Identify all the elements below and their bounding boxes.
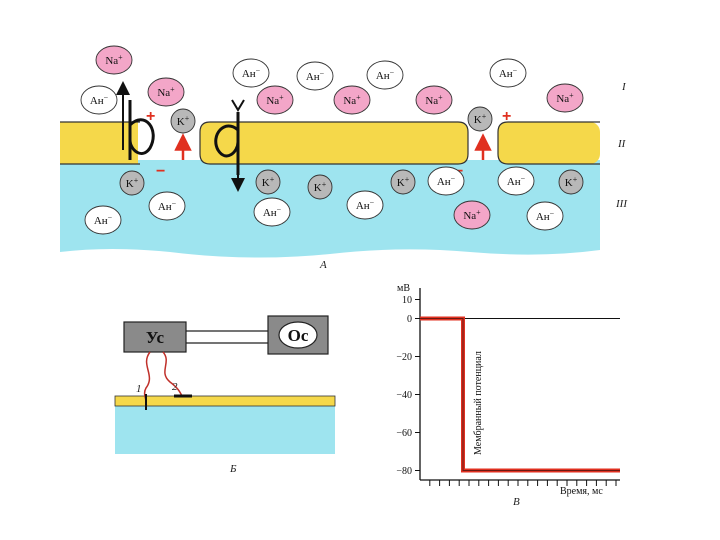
rotated-axis-caption: Мембранный потенциал xyxy=(473,351,484,455)
k-ion: K+ xyxy=(467,106,493,132)
an-ion: Ан− xyxy=(366,60,404,90)
x-axis-ticks xyxy=(429,480,617,486)
layer-label-3: III xyxy=(615,198,628,210)
electrode-wire-2 xyxy=(162,351,183,397)
panel-b: Ус Ос 1 2 Б xyxy=(114,315,336,475)
an-ion: Ан− xyxy=(148,191,186,221)
na-ion: Na+ xyxy=(333,85,371,115)
panel-b-intracellular xyxy=(115,406,335,454)
k-ion: K+ xyxy=(170,108,196,134)
na-ion: Na+ xyxy=(546,83,584,113)
amplifier-label: Ус xyxy=(146,328,165,347)
potential-trace xyxy=(420,316,620,473)
panel-b-membrane xyxy=(114,395,336,407)
amplifier-box xyxy=(123,321,187,353)
k-ion: K+ xyxy=(307,174,333,200)
y-tick-label: −20 xyxy=(396,352,412,363)
panel-a: + − + − Na+Ан−Na+K+Ан−Ан−Ан−Na+Na+Na+K+А… xyxy=(60,45,628,271)
panel-b-label: Б xyxy=(229,463,237,475)
na-ion: Na+ xyxy=(415,85,453,115)
na-ion: Na+ xyxy=(147,77,185,107)
na-ion: Na+ xyxy=(95,45,133,75)
k-ion: K+ xyxy=(119,170,145,196)
plus-sign-right: + xyxy=(502,108,511,125)
an-ion: Ан− xyxy=(232,58,270,88)
an-ion: Ан− xyxy=(296,61,334,91)
an-ion: Ан− xyxy=(526,201,564,231)
an-ion: Ан− xyxy=(346,190,384,220)
x-axis-label: Время, мс xyxy=(560,486,603,497)
y-tick-label: −40 xyxy=(396,390,412,401)
intracellular-layer xyxy=(60,160,600,258)
na-ion: Na+ xyxy=(256,85,294,115)
panel-v-label: В xyxy=(513,496,520,508)
layer-label-2: II xyxy=(617,138,627,150)
y-axis-ticks: 10 0 −20 −40 −60 −80 xyxy=(396,295,420,477)
k-ion: K+ xyxy=(558,169,584,195)
y-axis-unit: мВ xyxy=(397,283,410,294)
na-ion: Na+ xyxy=(453,200,491,230)
membrane-segment-right xyxy=(498,122,600,164)
electrode-2-label: 2 xyxy=(172,381,178,393)
y-tick-label: −60 xyxy=(396,428,412,439)
membrane-segment-left xyxy=(60,122,138,164)
oscilloscope-label: Ос xyxy=(288,326,309,345)
channel-loop-left xyxy=(128,100,155,160)
minus-sign-left: − xyxy=(156,163,165,180)
y-tick-label: −80 xyxy=(396,466,412,477)
layer-label-1: I xyxy=(621,81,627,93)
an-ion: Ан− xyxy=(253,197,291,227)
oscilloscope-screen xyxy=(278,321,318,349)
membrane-potential-chart: 10 0 −20 −40 −60 −80 мВ Время, мс Мембранный … xyxy=(396,283,620,508)
y-tick-label: 0 xyxy=(407,314,412,325)
an-ion: Ан− xyxy=(427,166,465,196)
an-ion: Ан− xyxy=(497,166,535,196)
electrode-1-label: 1 xyxy=(136,383,142,395)
panel-a-label: А xyxy=(319,259,327,271)
an-ion: Ан− xyxy=(80,85,118,115)
membrane-segment-middle xyxy=(200,122,468,164)
an-ion: Ан− xyxy=(84,205,122,235)
k-ion: K+ xyxy=(390,169,416,195)
y-tick-label: 10 xyxy=(402,295,412,306)
potential-trace-core xyxy=(420,318,620,471)
k-ion: K+ xyxy=(255,169,281,195)
an-ion: Ан− xyxy=(489,58,527,88)
ions-layer: Na+Ан−Na+K+Ан−Ан−Ан−Na+Na+Na+K+Ан−Na+K+А… xyxy=(80,45,584,235)
plus-sign-left: + xyxy=(146,108,155,125)
